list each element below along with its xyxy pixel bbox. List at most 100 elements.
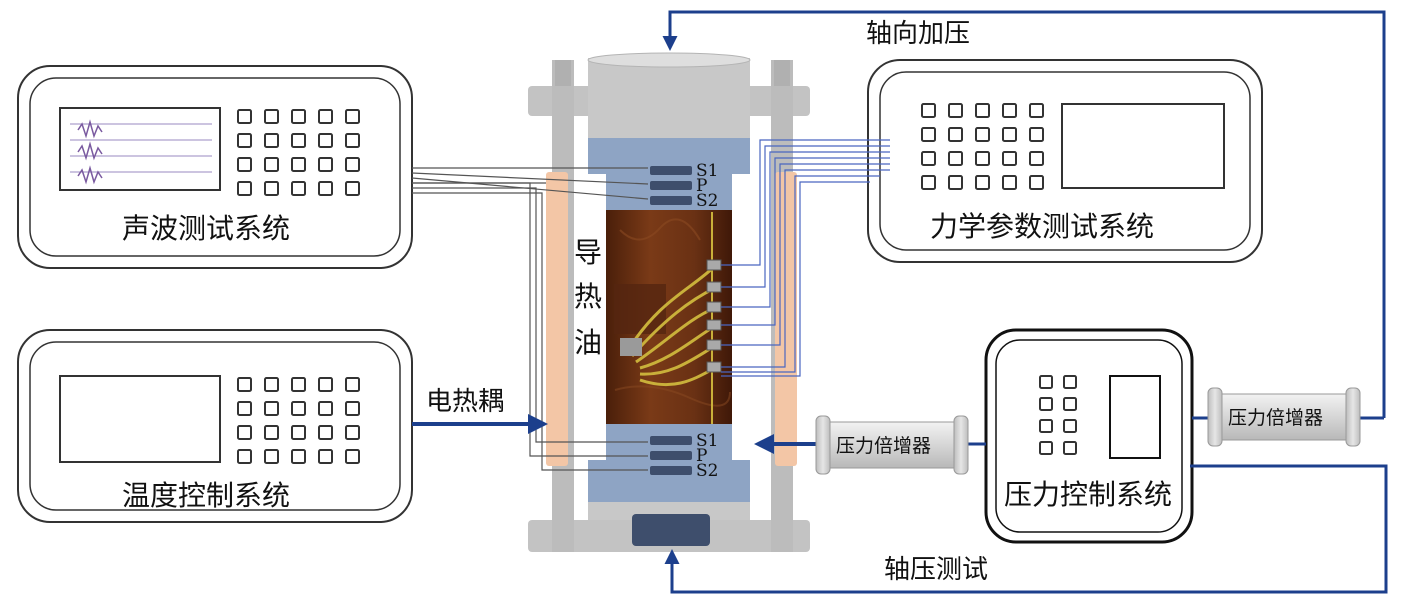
top-sensor-labels: S1 P S2 bbox=[696, 161, 718, 211]
keypad-key-icon bbox=[264, 401, 279, 416]
base-block bbox=[588, 502, 750, 546]
sensor-label-bottom-s1: S1 bbox=[696, 431, 718, 451]
keypad-grid-icon bbox=[237, 377, 360, 464]
pressure-display-icon bbox=[1109, 375, 1161, 459]
keypad-key-icon bbox=[1063, 441, 1077, 455]
keypad-key-icon bbox=[948, 127, 963, 142]
keypad-key-icon bbox=[291, 425, 306, 440]
svg-text:油: 油 bbox=[574, 326, 602, 359]
temperature-display-icon bbox=[59, 375, 221, 463]
load-cell bbox=[632, 514, 710, 546]
thermal-oil-label: 导 热 油 bbox=[574, 236, 602, 359]
keypad-key-icon bbox=[291, 181, 306, 196]
keypad-key-icon bbox=[318, 157, 333, 172]
svg-text:热: 热 bbox=[574, 280, 602, 313]
keypad-key-icon bbox=[264, 449, 279, 464]
keypad-key-icon bbox=[975, 175, 990, 190]
keypad-key-icon bbox=[264, 133, 279, 148]
axial-loading-line bbox=[662, 10, 1386, 418]
sensor-label-bottom-s2: S2 bbox=[696, 461, 718, 481]
keypad-key-icon bbox=[1002, 103, 1017, 118]
keypad-key-icon bbox=[1002, 151, 1017, 166]
keypad-key-icon bbox=[237, 109, 252, 124]
keypad-key-icon bbox=[1063, 419, 1077, 433]
heater-tube-left bbox=[546, 172, 568, 466]
keypad-key-icon bbox=[318, 377, 333, 392]
svg-text:导: 导 bbox=[574, 236, 602, 269]
pressure-intensifier-left: 压力倍增器 bbox=[815, 415, 969, 475]
keypad-key-icon bbox=[1029, 175, 1044, 190]
axial-test-label: 轴压测试 bbox=[884, 555, 988, 585]
keypad-key-icon bbox=[237, 377, 252, 392]
sensor-label-top-s2: S2 bbox=[696, 191, 718, 211]
bottom-sensor-labels: S1 P S2 bbox=[696, 431, 718, 481]
heater-tube-right bbox=[775, 172, 797, 466]
keypad-key-icon bbox=[345, 449, 360, 464]
keypad-key-icon bbox=[948, 103, 963, 118]
keypad-key-icon bbox=[237, 449, 252, 464]
sensor-label-top-s1: S1 bbox=[696, 161, 718, 181]
keypad-key-icon bbox=[318, 449, 333, 464]
keypad-key-icon bbox=[264, 157, 279, 172]
keypad-key-icon bbox=[237, 425, 252, 440]
keypad-key-icon bbox=[948, 175, 963, 190]
keypad-key-icon bbox=[318, 133, 333, 148]
keypad-key-icon bbox=[345, 133, 360, 148]
keypad-key-icon bbox=[345, 401, 360, 416]
keypad-key-icon bbox=[1029, 151, 1044, 166]
keypad-key-icon bbox=[264, 425, 279, 440]
keypad-key-icon bbox=[1039, 441, 1053, 455]
strain-wires bbox=[721, 139, 890, 377]
keypad-key-icon bbox=[1063, 397, 1077, 411]
pressure-system-label: 压力控制系统 bbox=[1004, 478, 1172, 511]
keypad-key-icon bbox=[237, 157, 252, 172]
keypad-key-icon bbox=[921, 175, 936, 190]
keypad-key-icon bbox=[345, 157, 360, 172]
keypad-key-icon bbox=[921, 151, 936, 166]
pressure-control-system: 压力控制系统 bbox=[984, 328, 1194, 544]
keypad-key-icon bbox=[921, 103, 936, 118]
keypad-key-icon bbox=[1039, 419, 1053, 433]
top-piston bbox=[587, 52, 751, 138]
keypad-key-icon bbox=[291, 157, 306, 172]
intensifier-right-label: 压力倍增器 bbox=[1228, 407, 1323, 429]
keypad-key-icon bbox=[948, 151, 963, 166]
keypad-key-icon bbox=[345, 425, 360, 440]
keypad-key-icon bbox=[318, 181, 333, 196]
keypad-key-icon bbox=[1063, 375, 1077, 389]
keypad-key-icon bbox=[1039, 397, 1053, 411]
rock-sample bbox=[606, 210, 732, 424]
keypad-key-icon bbox=[1029, 127, 1044, 142]
axial-loading-label: 轴向加压 bbox=[866, 19, 970, 49]
keypad-key-icon bbox=[975, 127, 990, 142]
intensifier-left-label: 压力倍增器 bbox=[836, 435, 931, 457]
keypad-key-icon bbox=[1002, 175, 1017, 190]
keypad-key-icon bbox=[264, 181, 279, 196]
keypad-key-icon bbox=[318, 109, 333, 124]
keypad-key-icon bbox=[975, 103, 990, 118]
keypad-key-icon bbox=[291, 109, 306, 124]
keypad-key-icon bbox=[1029, 103, 1044, 118]
waveform-display-icon bbox=[59, 107, 221, 191]
temperature-system-label: 温度控制系统 bbox=[122, 479, 290, 512]
keypad-key-icon bbox=[921, 127, 936, 142]
keypad-key-icon bbox=[975, 151, 990, 166]
keypad-key-icon bbox=[291, 449, 306, 464]
keypad-key-icon bbox=[318, 425, 333, 440]
pressure-intensifier-right: 压力倍增器 bbox=[1207, 387, 1361, 447]
sensor-label-top-p: P bbox=[696, 176, 707, 196]
keypad-grid-icon bbox=[1039, 375, 1077, 455]
keypad-key-icon bbox=[345, 181, 360, 196]
keypad-key-icon bbox=[1039, 375, 1053, 389]
keypad-key-icon bbox=[345, 109, 360, 124]
keypad-key-icon bbox=[291, 401, 306, 416]
acoustic-test-system: 声波测试系统 bbox=[17, 65, 413, 269]
mechanics-test-system: 力学参数测试系统 bbox=[867, 59, 1263, 263]
keypad-key-icon bbox=[345, 377, 360, 392]
keypad-key-icon bbox=[264, 377, 279, 392]
keypad-key-icon bbox=[264, 109, 279, 124]
keypad-key-icon bbox=[1002, 127, 1017, 142]
keypad-key-icon bbox=[318, 401, 333, 416]
